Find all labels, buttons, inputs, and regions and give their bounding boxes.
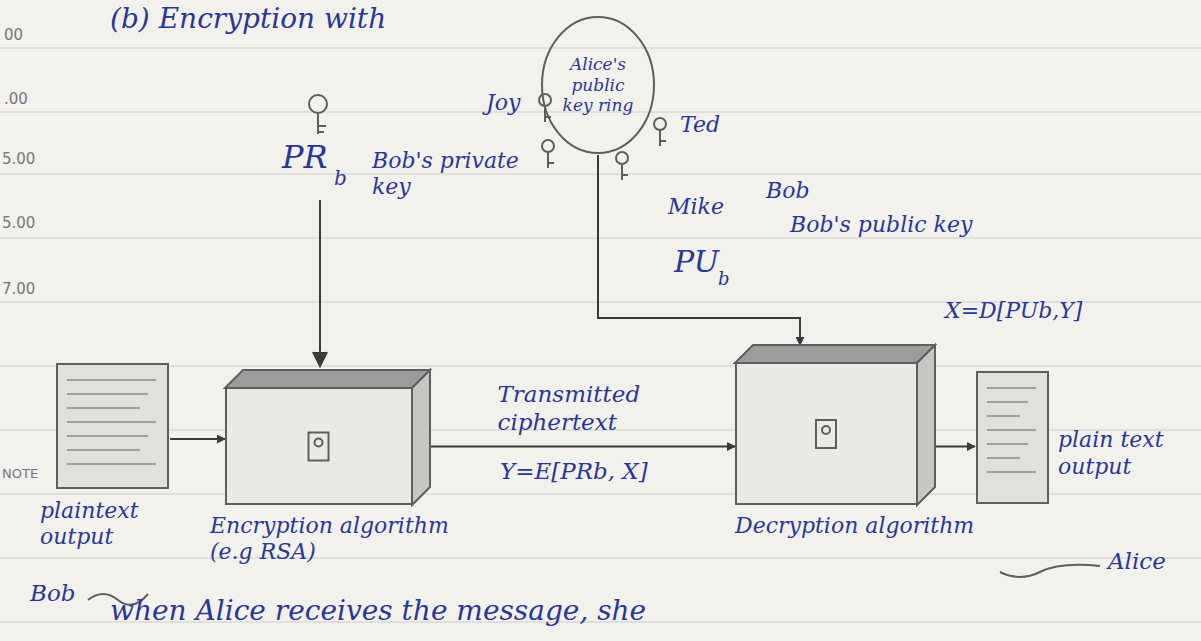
box-front-face [226, 388, 412, 504]
lock-icon [816, 420, 836, 448]
arrow-connector [935, 446, 975, 448]
note-label: PU [674, 244, 719, 280]
note-label: Bob [766, 178, 810, 204]
text-line [987, 401, 1028, 403]
note-label: PR [282, 138, 328, 176]
note-label: Bob [30, 580, 75, 608]
margin-number: 00 [4, 26, 23, 44]
text-line [987, 387, 1036, 389]
key-ring-circle: Alice's public key ring [540, 15, 656, 155]
text-line [67, 407, 140, 409]
key-ring [542, 17, 654, 153]
algorithm-box: Encryption algorithm (e.g RSA) [225, 370, 430, 505]
lock-icon [315, 439, 323, 447]
text-line [67, 463, 156, 465]
text-line [987, 415, 1020, 417]
note-label: Alice [1108, 548, 1166, 576]
box-top-face [735, 345, 935, 363]
box3d-outline [225, 370, 430, 505]
edge-label: Transmitted ciphertext [498, 381, 668, 436]
text-line [987, 429, 1036, 431]
node-label: plaintext output [40, 498, 180, 551]
text-line [67, 421, 156, 423]
arrow-connector [430, 446, 735, 448]
note-label: Ted [680, 112, 720, 138]
doc-outline [975, 370, 1050, 505]
text-line [987, 443, 1028, 445]
note-label: Bob's private key [372, 148, 522, 201]
document-node: plain text output [975, 370, 1050, 505]
arrow-connector [170, 438, 225, 440]
box-side-face [917, 345, 935, 505]
node-label: plain text output [1058, 427, 1196, 480]
node-label: Encryption algorithm (e.g RSA) [210, 513, 460, 566]
box-side-face [412, 370, 430, 505]
note-label: when Alice receives the message, she [110, 594, 646, 628]
lock-icon [822, 426, 830, 434]
margin-number: 5.00 [2, 214, 35, 232]
note-label: Bob's public key [790, 212, 972, 238]
box-top-face [225, 370, 430, 388]
margin-number: .00 [4, 90, 28, 108]
note-label: Y=E[PRb, X] [500, 458, 648, 486]
note-label: b [718, 268, 730, 290]
page-title: (b) Encryption with [110, 2, 386, 36]
margin-number: 5.00 [2, 150, 35, 168]
text-line [987, 471, 1036, 473]
doc-outline [55, 362, 170, 490]
node-label: Decryption algorithm [735, 513, 975, 539]
box-front-face [736, 363, 917, 504]
note-label: Mike [668, 194, 724, 220]
note-label: X=D[PUb,Y] [945, 298, 1082, 324]
page-sheet [977, 372, 1048, 503]
text-line [987, 457, 1020, 459]
margin-number: NOTE [2, 466, 38, 482]
box3d-outline [735, 345, 935, 505]
document-node: plaintext output [55, 362, 170, 490]
text-line [67, 435, 148, 437]
node-label: Alice's public key ring [556, 54, 640, 115]
lock-icon [309, 433, 329, 461]
algorithm-box: Decryption algorithm [735, 345, 935, 505]
text-line [67, 379, 156, 381]
note-label: b [334, 166, 347, 190]
note-label: Joy [486, 90, 521, 116]
text-line [67, 449, 140, 451]
page-sheet [57, 364, 168, 488]
text-line [67, 393, 148, 395]
margin-number: 7.00 [2, 280, 35, 298]
